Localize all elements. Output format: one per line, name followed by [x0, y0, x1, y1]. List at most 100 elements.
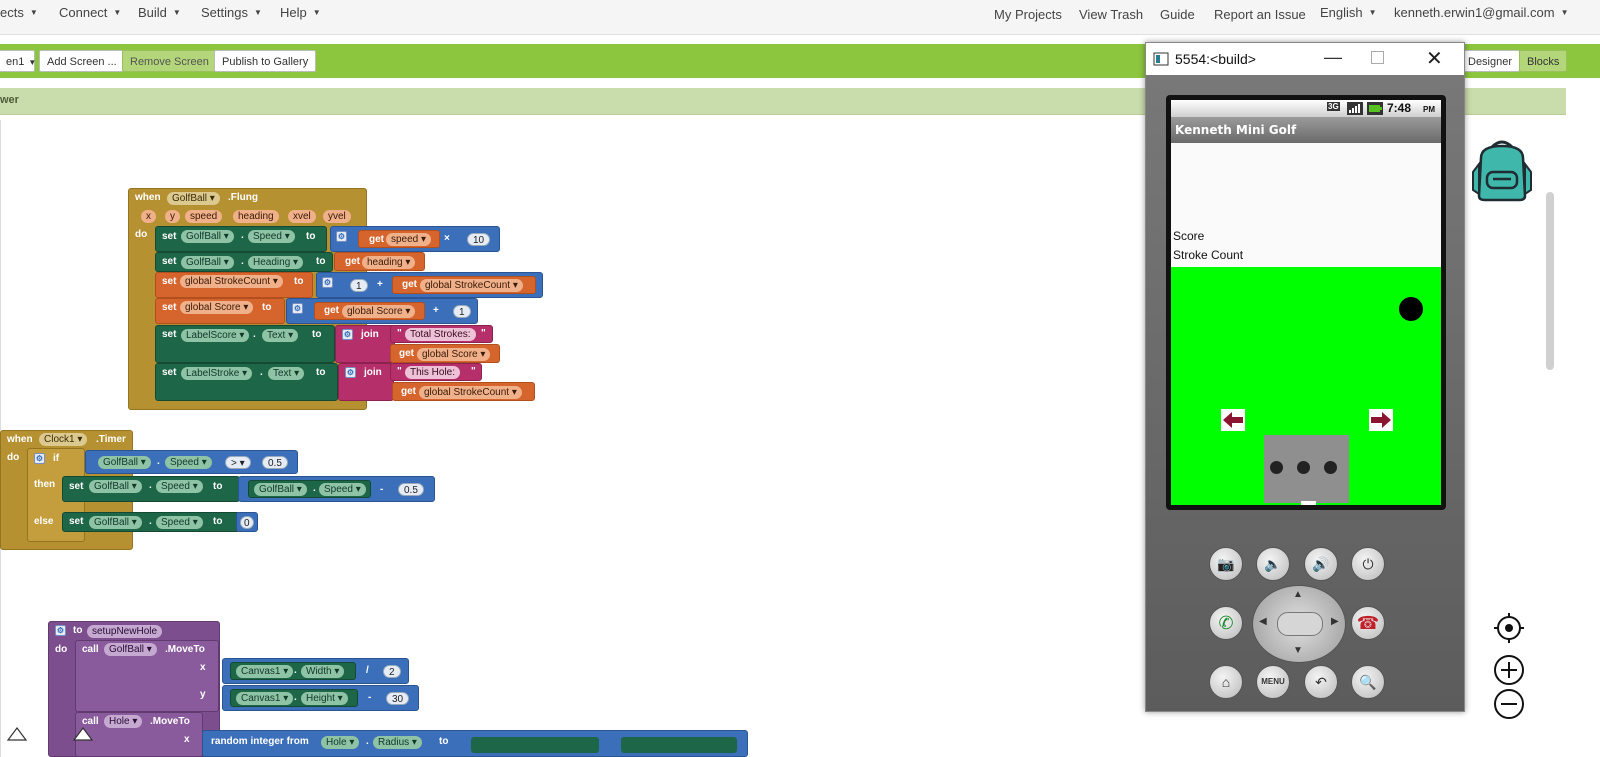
param-xvel[interactable]: xvel — [288, 210, 316, 223]
gear-icon[interactable]: ⚙ — [34, 453, 45, 464]
property-dropdown[interactable]: Speed ▾ — [165, 456, 212, 469]
param-speed[interactable]: speed — [185, 210, 223, 223]
guide-link[interactable]: Guide — [1160, 7, 1195, 22]
property-dropdown[interactable]: Text ▾ — [268, 367, 305, 380]
dpad-left-icon[interactable]: ◀ — [1259, 616, 1267, 627]
property-dropdown[interactable]: Speed ▾ — [319, 483, 366, 496]
variable-dropdown[interactable]: global Score ▾ — [342, 305, 416, 318]
get-global-strokecount-block[interactable]: get global StrokeCount ▾ — [392, 276, 536, 294]
account-menu[interactable]: kenneth.erwin1@gmail.com▼ — [1394, 5, 1569, 20]
param-heading[interactable]: heading — [233, 210, 279, 223]
device-screen[interactable]: 3G 7:48 PM Kenneth Mini Golf Score Strok… — [1171, 100, 1441, 505]
gear-icon[interactable]: ⚙ — [55, 625, 66, 636]
variable-dropdown[interactable]: heading ▾ — [362, 256, 416, 269]
report-issue-link[interactable]: Report an Issue — [1214, 7, 1306, 22]
backpack-icon[interactable] — [1469, 134, 1535, 204]
component-dropdown[interactable]: GolfBall ▾ — [254, 483, 307, 496]
nested-expression-block[interactable] — [471, 737, 599, 753]
get-global-strokecount-block[interactable]: get global StrokeCount ▾ — [392, 382, 535, 401]
recenter-icon[interactable] — [1493, 612, 1525, 644]
variable-dropdown[interactable]: global StrokeCount ▾ — [419, 386, 522, 399]
close-icon[interactable]: ✕ — [1426, 48, 1443, 70]
join-block[interactable]: ⚙ join — [335, 325, 395, 363]
number-value[interactable]: 2 — [383, 665, 401, 678]
variable-dropdown[interactable]: global Score ▾ — [417, 348, 491, 361]
number-value[interactable]: 1 — [350, 279, 368, 292]
gear-icon[interactable]: ⚙ — [292, 303, 303, 314]
screen-select[interactable]: en1▼ — [0, 50, 36, 72]
component-dropdown[interactable]: Canvas1 ▾ — [236, 692, 294, 705]
get-global-score-block[interactable]: get global Score ▾ — [314, 302, 425, 320]
get-golfball-speed-block[interactable]: GolfBall ▾ . Speed ▾ — [248, 480, 371, 498]
camera-button[interactable]: 📷 — [1209, 547, 1243, 581]
zoom-in-icon[interactable] — [1493, 654, 1525, 686]
component-dropdown[interactable]: GolfBall ▾ — [89, 516, 142, 529]
volume-down-button[interactable]: 🔈 — [1256, 547, 1290, 581]
set-global-score-block[interactable]: set global Score ▾ to — [155, 298, 285, 324]
set-golfball-heading-block[interactable]: set GolfBall ▾ . Heading ▾ to — [155, 252, 333, 272]
text-this-hole-block[interactable]: " This Hole: " — [390, 363, 482, 381]
warning-indicator-icon[interactable] — [6, 726, 28, 742]
property-dropdown[interactable]: Speed ▾ — [156, 516, 203, 529]
call-hole-moveto-block[interactable]: call Hole ▾ .MoveTo x — [75, 712, 203, 757]
game-canvas[interactable] — [1171, 267, 1441, 505]
number-value[interactable]: 10 — [467, 233, 491, 246]
compare-block[interactable]: GolfBall ▾ . Speed ▾ > ▾ 0.5 — [85, 450, 298, 474]
call-button[interactable]: ✆ — [1209, 606, 1243, 640]
arrow-right-icon[interactable] — [1369, 409, 1393, 431]
zoom-out-icon[interactable] — [1493, 688, 1525, 720]
gear-icon[interactable]: ⚙ — [336, 231, 347, 242]
publish-gallery-button[interactable]: Publish to Gallery — [214, 50, 317, 72]
menu-button[interactable]: MENU — [1256, 665, 1290, 699]
end-call-button[interactable]: ☎ — [1351, 606, 1385, 640]
get-global-score-block[interactable]: get global Score ▾ — [390, 344, 500, 363]
text-value[interactable]: This Hole: — [405, 366, 461, 379]
component-dropdown[interactable]: GolfBall ▾ — [89, 480, 142, 493]
my-projects-link[interactable]: My Projects — [994, 7, 1062, 22]
search-button[interactable]: 🔍 — [1351, 665, 1385, 699]
property-dropdown[interactable]: Height ▾ — [301, 692, 348, 705]
remove-screen-button[interactable]: Remove Screen — [122, 50, 217, 72]
component-dropdown[interactable]: GolfBall ▾ — [167, 192, 220, 205]
variable-dropdown[interactable]: global StrokeCount ▾ — [180, 275, 283, 288]
emulator-titlebar[interactable]: 5554:<build> — ✕ — [1146, 43, 1464, 75]
blocks-button[interactable]: Blocks — [1519, 50, 1568, 72]
menu-settings[interactable]: Settings▼ — [201, 5, 262, 20]
join-block[interactable]: ⚙ join — [338, 363, 394, 401]
operator-dropdown[interactable]: > ▾ — [225, 456, 251, 469]
minimize-icon[interactable]: — — [1324, 47, 1342, 67]
variable-dropdown[interactable]: global StrokeCount ▾ — [420, 279, 523, 292]
text-total-strokes-block[interactable]: " Total Strokes: " — [390, 325, 493, 343]
set-global-strokecount-block[interactable]: set global StrokeCount ▾ to — [155, 272, 313, 298]
component-dropdown[interactable]: Hole ▾ — [104, 715, 143, 728]
component-dropdown[interactable]: LabelStroke ▾ — [181, 367, 253, 380]
menu-help[interactable]: Help▼ — [280, 5, 321, 20]
set-golfball-speed-block[interactable]: set GolfBall ▾ . Speed ▾ to — [62, 476, 240, 502]
get-heading-block[interactable]: get heading ▾ — [334, 252, 425, 271]
emulator-window[interactable]: 5554:<build> — ✕ 3G 7:48 PM Kenneth Mini… — [1145, 42, 1465, 712]
arrow-left-icon[interactable] — [1221, 409, 1245, 431]
menu-projects[interactable]: ects▼ — [0, 5, 38, 20]
dpad-down-icon[interactable]: ▼ — [1293, 645, 1303, 656]
set-golfball-speed-block[interactable]: set GolfBall ▾ . Speed ▾ to — [155, 226, 327, 252]
number-value[interactable]: 0.5 — [262, 456, 288, 469]
property-dropdown[interactable]: Text ▾ — [262, 329, 299, 342]
set-golfball-speed-block[interactable]: set GolfBall ▾ . Speed ▾ to — [62, 512, 240, 532]
component-dropdown[interactable]: GolfBall ▾ — [181, 256, 234, 269]
dpad[interactable]: ▲ ▼ ◀ ▶ — [1252, 585, 1346, 663]
get-speed-block[interactable]: get speed ▾ — [358, 230, 440, 248]
set-labelscore-text-block[interactable]: set LabelScore ▾ . Text ▾ to — [155, 325, 335, 363]
dpad-up-icon[interactable]: ▲ — [1293, 589, 1303, 600]
variable-dropdown[interactable]: speed ▾ — [386, 233, 432, 246]
volume-up-button[interactable]: 🔊 — [1304, 547, 1338, 581]
gear-icon[interactable]: ⚙ — [342, 329, 353, 340]
property-dropdown[interactable]: Heading ▾ — [248, 256, 304, 269]
set-labelstroke-text-block[interactable]: set LabelStroke ▾ . Text ▾ to — [155, 363, 338, 401]
view-trash-link[interactable]: View Trash — [1079, 7, 1144, 22]
random-integer-block[interactable]: random integer from Hole ▾ . Radius ▾ to — [202, 730, 748, 757]
gear-icon[interactable]: ⚙ — [345, 367, 356, 378]
procedure-name[interactable]: setupNewHole — [87, 625, 163, 638]
get-canvas1-height-block[interactable]: Canvas1 ▾ . Height ▾ — [230, 689, 358, 707]
power-button[interactable]: ⏻ — [1351, 547, 1385, 581]
number-value[interactable]: 0 — [240, 516, 254, 529]
